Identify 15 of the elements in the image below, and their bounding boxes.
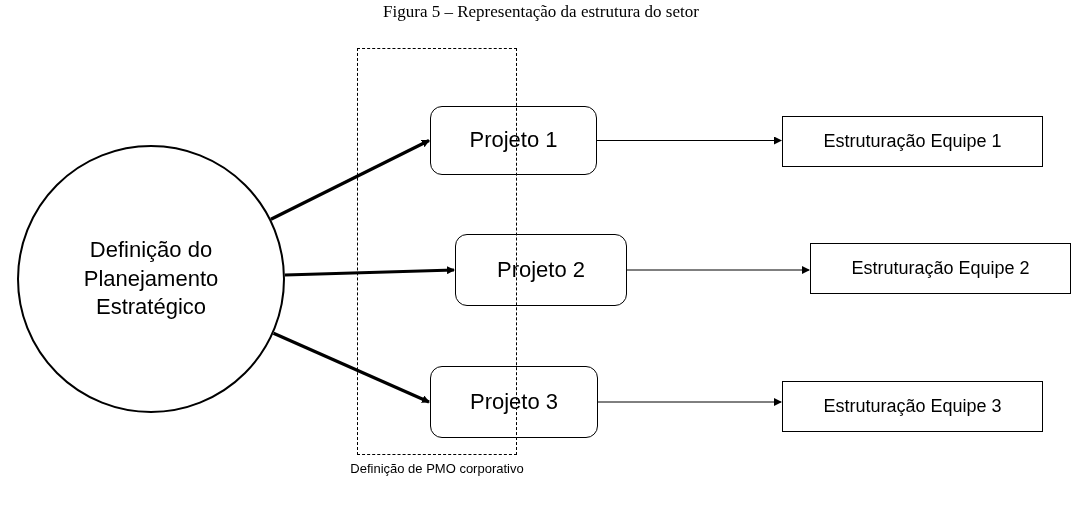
frame-caption: Definição de PMO corporativo bbox=[349, 461, 525, 476]
arrow bbox=[270, 139, 430, 221]
arrow bbox=[597, 398, 782, 406]
process-box: Estruturação Equipe 1 bbox=[782, 116, 1043, 167]
process-box: Estruturação Equipe 3 bbox=[782, 381, 1043, 432]
circle-node: Definição do Planejamento Estratégico bbox=[17, 145, 285, 413]
rounded-process-box: Projeto 1 bbox=[430, 106, 597, 175]
arrow bbox=[626, 266, 810, 274]
arrow bbox=[596, 136, 782, 145]
arrow bbox=[272, 331, 430, 404]
process-box: Estruturação Equipe 2 bbox=[810, 243, 1071, 294]
rounded-process-box: Projeto 3 bbox=[430, 366, 598, 438]
arrow bbox=[284, 266, 455, 277]
figure-title: Figura 5 – Representação da estrutura do setor bbox=[382, 2, 700, 22]
rounded-process-box: Projeto 2 bbox=[455, 234, 627, 306]
